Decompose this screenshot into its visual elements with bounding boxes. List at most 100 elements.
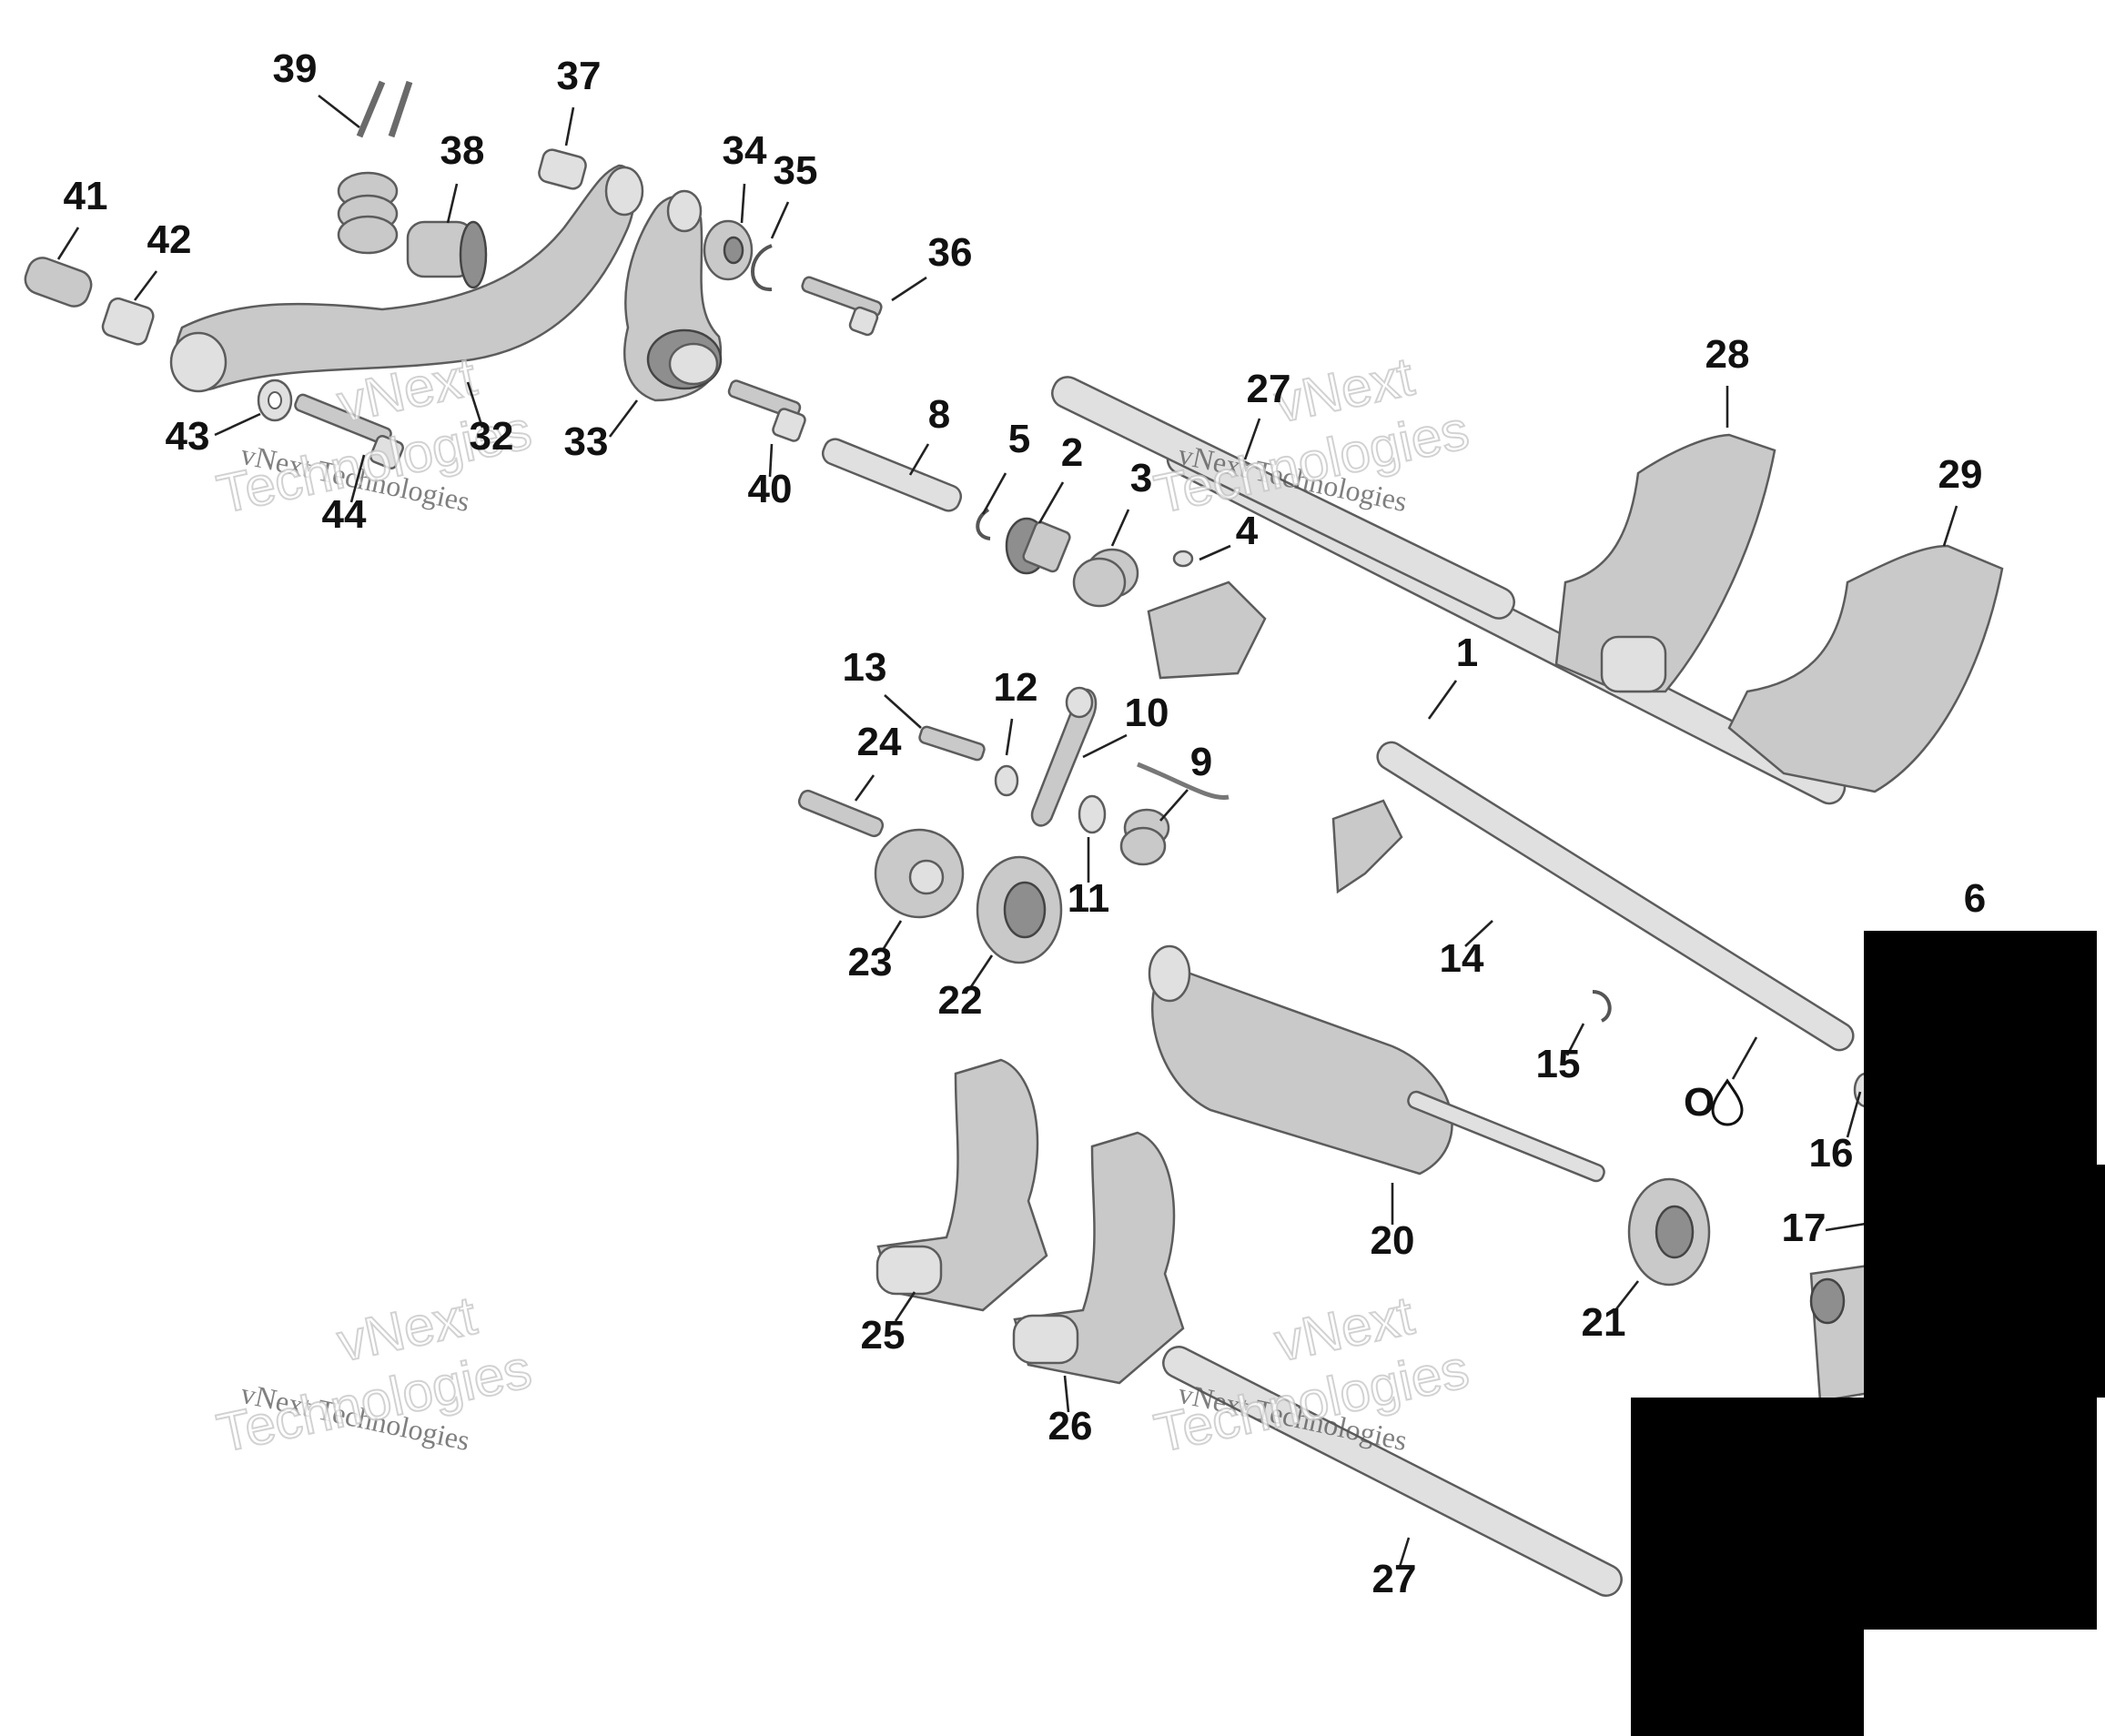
- part-41-pin: [24, 257, 93, 308]
- callout-41: 41: [56, 174, 108, 260]
- callout-leader-line: [564, 106, 575, 146]
- callout-32: 32: [466, 381, 513, 459]
- callout-leader-line: [881, 920, 903, 951]
- callout-leader-line: [1427, 680, 1458, 720]
- part-shapes: [24, 80, 2004, 1597]
- part-43-washer: [257, 378, 293, 422]
- callout-leader-line: [854, 774, 875, 802]
- callout-15: 15: [1536, 1023, 1585, 1086]
- part-34-bearing: [703, 219, 754, 281]
- callout-number: 23: [848, 940, 893, 984]
- callout-leader-line: [608, 399, 639, 438]
- callout-leader-line: [466, 381, 484, 429]
- callout-number: 1: [1456, 631, 1478, 675]
- part-44-bolt: [294, 393, 404, 469]
- callout-number: 36: [928, 230, 973, 275]
- part-29-fork: [1727, 544, 2004, 793]
- callout-leader-line: [1037, 481, 1065, 524]
- callout-number: 20: [1371, 1218, 1415, 1263]
- callout-number: 22: [938, 978, 983, 1023]
- callout-number: 28: [1705, 332, 1750, 377]
- callout-number: 27: [1247, 367, 1291, 411]
- callout-35: 35: [770, 148, 817, 239]
- callout-39: 39: [273, 46, 360, 129]
- callout-leader-line: [770, 201, 790, 239]
- callout-number: 3: [1130, 456, 1152, 500]
- oil-symbol-label: O: [1684, 1080, 1715, 1125]
- callout-37: 37: [557, 54, 602, 146]
- callout-leader-line: [1825, 1222, 1867, 1232]
- redaction-block-bottom: [1631, 1398, 1864, 1736]
- watermark-text: vNext: [1270, 1285, 1419, 1373]
- part-27-shaft-bottom: [1162, 1346, 1623, 1597]
- redaction-block-upper-right: [1864, 931, 2097, 1165]
- callout-42: 42: [133, 217, 192, 301]
- callout-leader-line: [56, 227, 80, 260]
- callout-29: 29: [1938, 452, 1982, 547]
- part-10-lever: [1030, 686, 1098, 827]
- callout-number: 9: [1190, 740, 1212, 784]
- callout-leader-line: [1846, 1091, 1862, 1138]
- callout-2: 2: [1037, 430, 1083, 524]
- callout-number: 42: [147, 217, 192, 262]
- part-42-bushing: [101, 297, 155, 346]
- callout-9: 9: [1159, 740, 1212, 822]
- callout-5: 5: [981, 417, 1030, 515]
- callout-8: 8: [908, 392, 950, 476]
- callout-leader-line: [1614, 1280, 1640, 1311]
- callout-leader-line: [1082, 733, 1128, 759]
- part-40-bolt: [727, 379, 806, 442]
- callout-27a: 27: [1243, 367, 1291, 460]
- callout-number: 10: [1125, 691, 1169, 735]
- callout-leader-line: [908, 443, 930, 476]
- callout-number: 4: [1236, 509, 1259, 553]
- callout-number: 25: [861, 1313, 906, 1358]
- oil-drop-icon: [1711, 1078, 1744, 1126]
- callout-22: 22: [938, 954, 994, 1023]
- callout-leader-line: [349, 454, 366, 503]
- callout-40: 40: [748, 443, 792, 511]
- callout-leader-line: [1005, 718, 1014, 756]
- callout-1: 1: [1427, 631, 1478, 720]
- part-28-fork: [1554, 433, 1776, 693]
- callout-13: 13: [843, 645, 922, 729]
- callout-44: 44: [322, 454, 367, 537]
- callout-27b: 27: [1372, 1537, 1416, 1601]
- callout-number: 33: [564, 419, 609, 464]
- part-17-shift-sensor: [1809, 1263, 1877, 1403]
- part-32-lever-arm: [169, 164, 644, 393]
- callout-21: 21: [1582, 1280, 1640, 1345]
- part-3-spring: [1072, 548, 1139, 608]
- callout-leader-line: [1243, 418, 1261, 460]
- callout-leader-line: [894, 1291, 916, 1322]
- callout-3: 3: [1110, 456, 1152, 547]
- callout-number: 11: [1068, 876, 1110, 921]
- callout-number: 37: [557, 54, 602, 98]
- callout-24: 24: [854, 720, 902, 802]
- callout-number: 15: [1536, 1042, 1581, 1086]
- callout-leader-line: [1199, 544, 1231, 561]
- callout-20: 20: [1371, 1183, 1415, 1263]
- part-12-washer: [994, 764, 1019, 797]
- callout-number: 8: [928, 392, 950, 437]
- callout-number: 14: [1440, 936, 1484, 981]
- callout-leader-line: [981, 472, 1007, 515]
- part-8-pin: [821, 438, 963, 512]
- part-21-bearing: [1627, 1177, 1711, 1287]
- redaction-block-middle-right: [1864, 1165, 2105, 1398]
- callout-34: 34: [723, 128, 767, 224]
- callout-number: 39: [273, 46, 318, 91]
- callout-number: 41: [64, 174, 108, 218]
- part-9-spring: [1119, 762, 1230, 866]
- callout-leader-line: [446, 183, 459, 224]
- callout-10: 10: [1082, 691, 1169, 759]
- callout-leader-line: [318, 94, 360, 129]
- callout-leader-line: [740, 183, 746, 224]
- callout-12: 12: [994, 665, 1037, 756]
- callout-number: 13: [843, 645, 887, 690]
- callout-25: 25: [861, 1291, 916, 1358]
- callout-11: 11: [1068, 837, 1110, 921]
- callout-38: 38: [440, 128, 484, 224]
